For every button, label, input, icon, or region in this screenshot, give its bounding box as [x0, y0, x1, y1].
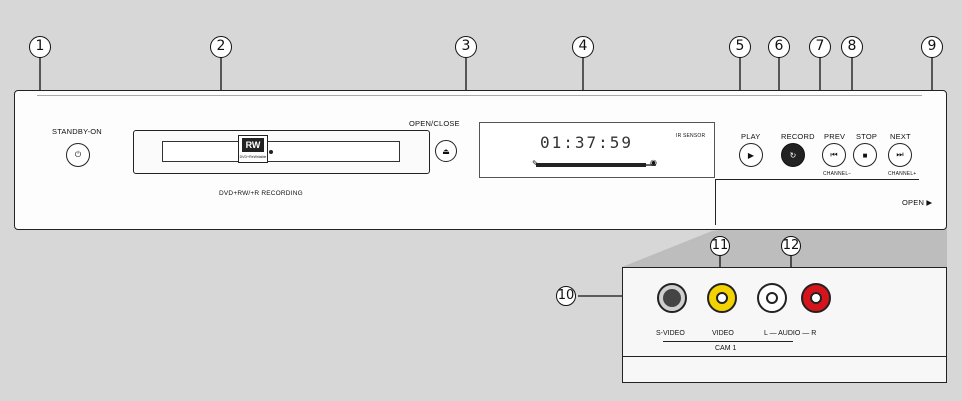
play-label: PLAY: [741, 132, 761, 141]
record-icon: ↻: [789, 150, 797, 160]
disc-icon: ◉: [650, 158, 657, 167]
power-icon: ⏻: [74, 150, 82, 159]
callout-4: 4: [572, 36, 594, 58]
callout-7: 7: [809, 36, 831, 58]
next-icon: ⏭: [896, 150, 904, 159]
callout-5: 5: [729, 36, 751, 58]
record-button[interactable]: ↻: [781, 143, 805, 167]
svideo-label: S-VIDEO: [656, 330, 685, 337]
record-label: RECORD: [781, 132, 815, 141]
callout-3: 3: [455, 36, 477, 58]
standby-button[interactable]: ⏻: [66, 143, 90, 167]
front-jack-panel: S-VIDEO VIDEO L — AUDIO — R CAM 1: [622, 267, 947, 383]
svideo-jack-center: [663, 289, 681, 307]
cam-bracket: [663, 341, 793, 342]
next-label: NEXT: [890, 132, 911, 141]
pencil-icon: ✎: [532, 159, 539, 168]
eject-icon: ⏏: [442, 146, 450, 156]
video-jack-center: [716, 292, 728, 304]
panel-bottom-edge: [623, 356, 946, 357]
video-jack: [707, 283, 737, 313]
display-progress-bar: [536, 163, 646, 167]
rw-logo-text: RW: [242, 138, 264, 152]
cam-label: CAM 1: [715, 345, 737, 352]
next-button[interactable]: ⏭: [888, 143, 912, 167]
video-label: VIDEO: [712, 330, 734, 337]
open-flap-label[interactable]: OPEN ▶: [902, 198, 933, 207]
display-time: 01:37:59: [540, 133, 634, 152]
callout-6: 6: [768, 36, 790, 58]
audio-label: L — AUDIO — R: [764, 330, 817, 337]
open-close-label: OPEN/CLOSE: [409, 119, 460, 128]
audio-right-jack: [801, 283, 831, 313]
audio-left-jack-center: [766, 292, 778, 304]
play-icon: ▶: [747, 150, 755, 160]
disc-slot: [162, 141, 400, 162]
top-edge: [37, 95, 922, 96]
audio-left-jack: [757, 283, 787, 313]
tray-indicator: [269, 150, 273, 154]
callout-11: 11: [710, 236, 730, 256]
callout-9: 9: [921, 36, 943, 58]
callout-2: 2: [210, 36, 232, 58]
callout-8: 8: [841, 36, 863, 58]
previous-icon: ⏮: [830, 150, 838, 159]
open-close-button[interactable]: ⏏: [435, 140, 457, 162]
callout-1: 1: [29, 36, 51, 58]
rw-logo: RW DVD+ReWritable: [238, 135, 268, 163]
recording-label: DVD+RW/+R RECORDING: [219, 190, 303, 197]
display-progress-tail: [646, 164, 656, 166]
channel-plus-label: CHANNEL+: [888, 171, 917, 177]
stop-icon: ■: [862, 150, 868, 160]
flap-panel: [715, 179, 919, 225]
stop-label: STOP: [856, 132, 878, 141]
prev-label: PREV: [824, 132, 846, 141]
callout-12: 12: [781, 236, 801, 256]
ir-sensor-label: IR SENSOR: [676, 133, 706, 139]
disc-tray[interactable]: RW DVD+ReWritable: [133, 130, 430, 174]
dvd-recorder-front: STANDBY-ON ⏻ RW DVD+ReWritable OPEN/CLOS…: [14, 90, 947, 230]
channel-minus-label: CHANNEL−: [823, 171, 852, 177]
svideo-jack: [657, 283, 687, 313]
stop-button[interactable]: ■: [853, 143, 877, 167]
audio-right-jack-center: [810, 292, 822, 304]
rw-logo-subtext: DVD+ReWritable: [239, 155, 267, 159]
play-button[interactable]: ▶: [739, 143, 763, 167]
front-display: 01:37:59 ✎ ◉: [479, 122, 715, 178]
prev-button[interactable]: ⏮: [822, 143, 846, 167]
standby-label: STANDBY-ON: [52, 127, 102, 136]
callout-10: 10: [556, 286, 576, 306]
